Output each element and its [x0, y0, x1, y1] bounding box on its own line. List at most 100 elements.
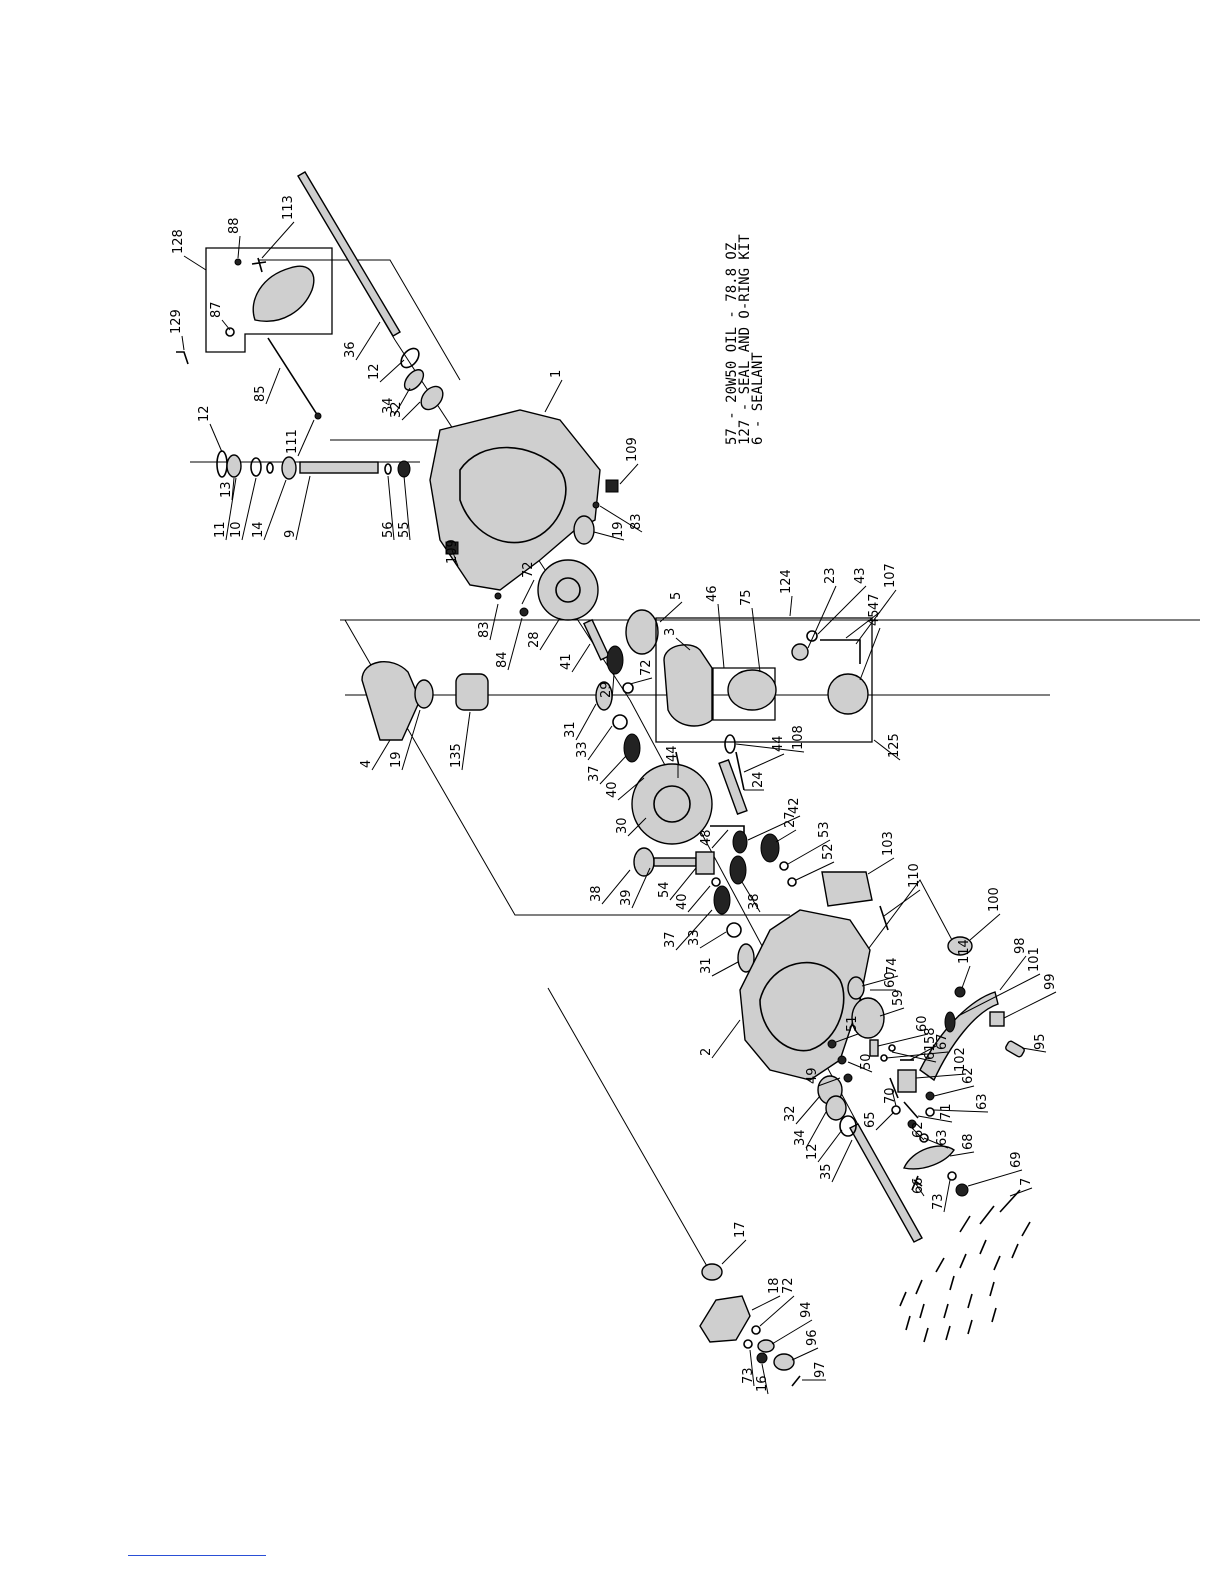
- callout-leader: [451, 549, 459, 567]
- callout-number: 34: [381, 397, 396, 414]
- callout-leader: [883, 889, 921, 917]
- callout-number: 63: [935, 1129, 950, 1146]
- callout-leader: [355, 321, 381, 361]
- callout-number: 33: [575, 741, 590, 758]
- callout-number: 38: [589, 885, 604, 902]
- callout-leader: [911, 1127, 925, 1141]
- callout-56: 56: [381, 475, 396, 541]
- callout-leader: [401, 709, 421, 771]
- gear-37-upper: [623, 733, 641, 763]
- callout-number: 44: [665, 745, 680, 762]
- callout-leader: [751, 1295, 781, 1311]
- spring-101: [944, 1011, 956, 1033]
- gear-38-upper: [633, 847, 655, 877]
- callout-number: 4: [359, 760, 374, 768]
- callout-40a: 40: [605, 777, 645, 801]
- washer-72-lower: [751, 1325, 761, 1335]
- callout-leader: [923, 1137, 949, 1149]
- callout-number: 113: [281, 195, 296, 220]
- pump-subframe: [712, 667, 776, 721]
- cap-96: [773, 1353, 795, 1371]
- rod-70: [889, 1077, 899, 1099]
- callout-number: 108: [791, 725, 806, 750]
- gear-30: [631, 763, 713, 845]
- callout-125: 125: [873, 733, 902, 761]
- callout-110: 110: [883, 863, 922, 917]
- callout-33a: 33: [575, 725, 613, 761]
- callout-leader: [225, 477, 237, 541]
- plug-23: [791, 643, 809, 661]
- callout-97: 97: [802, 1361, 828, 1381]
- callout-27: 27: [775, 811, 798, 843]
- callout-leader: [489, 603, 499, 641]
- seal-34-lower: [825, 1095, 847, 1121]
- callout-38a: 38: [589, 869, 631, 905]
- callout-10: 10: [229, 477, 257, 541]
- callout-leader: [593, 531, 625, 541]
- washer-108: [724, 734, 736, 754]
- callout-leader: [891, 1051, 937, 1063]
- callout-29: 29: [599, 673, 615, 701]
- callout-leader: [885, 1051, 949, 1059]
- pin-71: [903, 1101, 919, 1119]
- callout-95: 95: [1021, 1033, 1048, 1053]
- callout-leader: [237, 235, 241, 259]
- callout-leader: [717, 603, 725, 669]
- callout-129: 129: [169, 309, 185, 351]
- nut-69: [955, 1183, 969, 1197]
- callout-number: 1: [549, 370, 564, 378]
- callout-number: 19: [611, 521, 626, 538]
- spring-16: [756, 1352, 768, 1364]
- callout-94: 94: [771, 1301, 814, 1345]
- callout-number: 68: [961, 1133, 976, 1150]
- lower-axle-bearings: [817, 1075, 857, 1137]
- callout-70: 70: [883, 1087, 898, 1107]
- bracket-link-line: [859, 879, 961, 961]
- washer-33-lower: [726, 922, 742, 938]
- callout-leader: [675, 909, 713, 951]
- callout-leader: [859, 627, 881, 681]
- callout-58: 58: [909, 1027, 938, 1061]
- bearing-14: [281, 456, 297, 480]
- callout-leader: [1009, 1187, 1033, 1197]
- callout-number: 66: [911, 1177, 926, 1194]
- callout-number: 19: [389, 751, 404, 768]
- callout-number: 7: [1019, 1178, 1034, 1186]
- callout-number: 100: [987, 887, 1002, 912]
- gear-28-body: [537, 559, 599, 621]
- callout-number: 110: [907, 863, 922, 888]
- callout-65: 65: [863, 1111, 895, 1131]
- gear-30-hub: [653, 785, 691, 823]
- callout-31a: 31: [563, 703, 597, 741]
- pin-83-left: [494, 592, 502, 600]
- callout-44a: 44: [665, 745, 680, 778]
- cover-assembly: [205, 247, 333, 353]
- callout-number: 36: [343, 341, 358, 358]
- arm-98: [919, 991, 999, 1082]
- plug-109-left: [445, 541, 459, 555]
- callout-leader: [795, 861, 835, 881]
- callout-leader: [831, 1139, 853, 1183]
- callout-number: 60: [883, 971, 898, 988]
- callout-leader: [371, 739, 391, 771]
- callout-leader: [961, 965, 971, 989]
- housing-1-rim: [459, 446, 567, 544]
- callout-number: 125: [887, 733, 902, 758]
- callout-number: 96: [805, 1329, 820, 1346]
- cover-plate: [252, 265, 315, 322]
- callout-number: 135: [449, 743, 464, 768]
- callout-leader: [393, 387, 411, 417]
- callout-number: 114: [957, 939, 972, 964]
- callout-leader: [611, 673, 615, 701]
- callout-18: 18: [751, 1277, 782, 1311]
- callout-leader: [969, 913, 1001, 941]
- callout-number: 47: [867, 593, 882, 610]
- shaft-24: [718, 759, 748, 815]
- pin-61: [888, 1044, 896, 1052]
- callout-number: 103: [881, 831, 896, 856]
- callout-35: 35: [819, 1139, 853, 1183]
- spring-47: [820, 639, 861, 664]
- callout-number: 83: [477, 621, 492, 638]
- callout-number: 109: [625, 437, 640, 462]
